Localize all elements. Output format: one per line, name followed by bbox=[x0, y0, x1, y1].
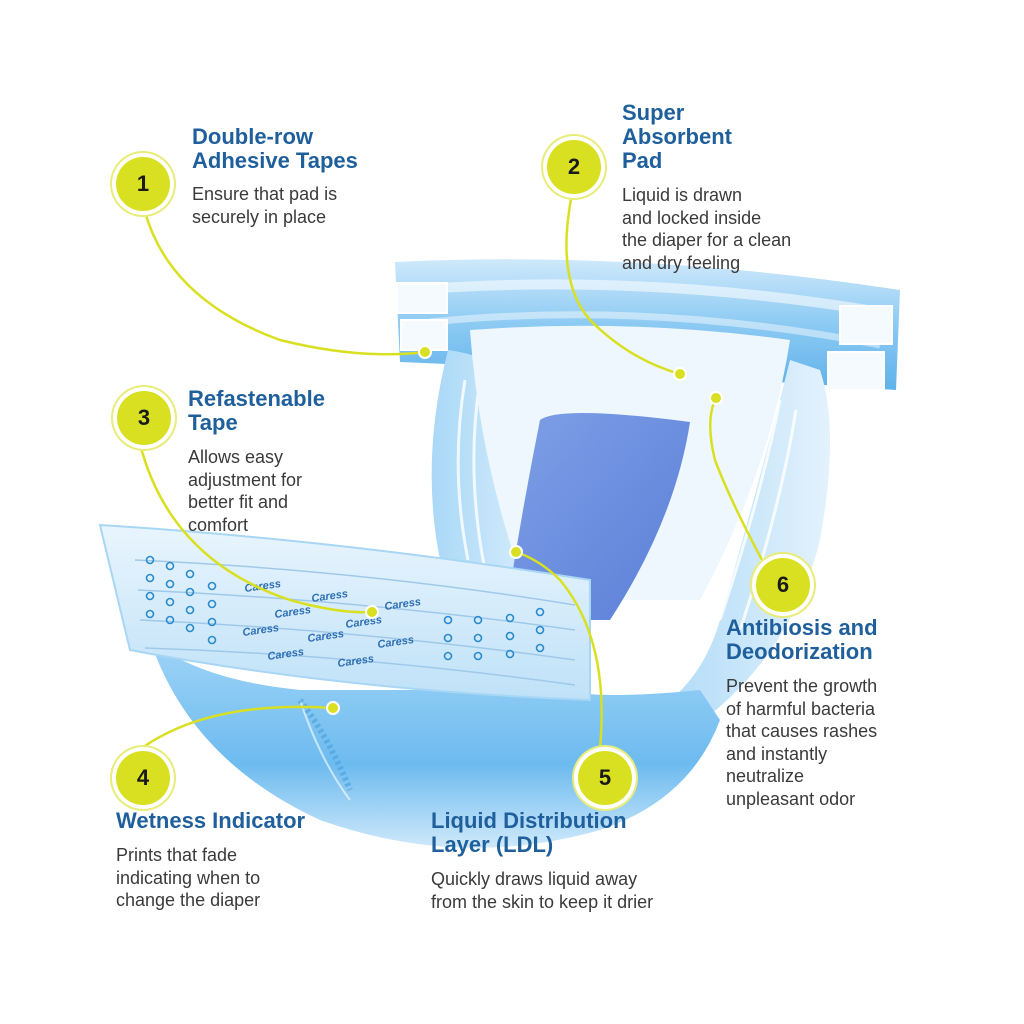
feature-title: Super Absorbent Pad bbox=[622, 100, 732, 173]
feature-title: Liquid Distribution Layer (LDL) bbox=[431, 808, 627, 857]
leader-line-6 bbox=[709, 397, 764, 561]
feature-description: Prevent the growth of harmful bacteria t… bbox=[726, 676, 878, 809]
tape-tab-right-top bbox=[839, 305, 893, 345]
leader-dot-5 bbox=[509, 545, 523, 559]
brand-print: Caress bbox=[242, 622, 280, 639]
feature-description: Allows easy adjustment for better fit an… bbox=[188, 447, 303, 535]
tape-tab-left-top bbox=[396, 282, 448, 314]
feature-title: Double-row Adhesive Tapes bbox=[192, 124, 358, 173]
feature-number-badge: 2 bbox=[547, 140, 601, 194]
leader-dot-3 bbox=[365, 605, 379, 619]
front-panel-dots-left bbox=[145, 555, 217, 645]
feature-description: Quickly draws liquid away from the skin … bbox=[431, 869, 654, 912]
brand-print: Caress bbox=[244, 578, 282, 595]
leader-line-2 bbox=[565, 193, 681, 376]
feature-number-badge: 5 bbox=[578, 751, 632, 805]
leader-line-5 bbox=[515, 550, 603, 749]
feature-callout-absorbent-pad: Super Absorbent Pad Liquid is drawn and … bbox=[622, 101, 882, 274]
feature-title: Wetness Indicator bbox=[116, 808, 306, 833]
feature-number-badge: 6 bbox=[756, 558, 810, 612]
diaper-bowl bbox=[150, 640, 720, 848]
absorbent-core bbox=[505, 412, 690, 620]
feature-number-badge: 4 bbox=[116, 751, 170, 805]
feature-title: Antibiosis and Deodorization bbox=[726, 615, 878, 664]
brand-print: Caress bbox=[377, 634, 415, 651]
feature-description: Prints that fade indicating when to chan… bbox=[116, 845, 261, 910]
tape-tab-left-bottom bbox=[400, 319, 448, 351]
feature-number-badge: 3 bbox=[117, 391, 171, 445]
leader-line-4 bbox=[141, 705, 334, 750]
feature-title: Refastenable Tape bbox=[188, 386, 325, 435]
tape-tab-right-bottom bbox=[827, 351, 885, 391]
brand-print: Caress bbox=[307, 628, 345, 645]
leader-line-3 bbox=[138, 443, 373, 614]
feature-callout-liquid-distribution: Liquid Distribution Layer (LDL) Quickly … bbox=[431, 809, 751, 913]
front-panel bbox=[98, 523, 591, 702]
feature-callout-antibiosis: Antibiosis and Deodorization Prevent the… bbox=[726, 616, 986, 810]
feature-description: Liquid is drawn and locked inside the di… bbox=[622, 185, 792, 273]
leader-dot-4 bbox=[326, 701, 340, 715]
feature-number-badge: 1 bbox=[116, 157, 170, 211]
leader-line-1 bbox=[143, 211, 426, 356]
front-panel-dots-right bbox=[443, 607, 545, 661]
leader-dot-6 bbox=[709, 391, 723, 405]
feature-callout-refastenable-tape: Refastenable Tape Allows easy adjustment… bbox=[188, 387, 408, 536]
brand-print: Caress bbox=[337, 653, 375, 670]
wetness-indicator-strip bbox=[297, 698, 353, 792]
feature-description: Ensure that pad is securely in place bbox=[192, 184, 338, 227]
brand-print: Caress bbox=[267, 646, 305, 663]
brand-print: Caress bbox=[311, 588, 349, 605]
feature-callout-wetness-indicator: Wetness Indicator Prints that fade indic… bbox=[116, 809, 396, 912]
right-leg-cuff bbox=[640, 360, 830, 730]
feature-callout-adhesive-tapes: Double-row Adhesive Tapes Ensure that pa… bbox=[192, 125, 452, 228]
leader-dot-1 bbox=[418, 345, 432, 359]
brand-print: Caress bbox=[274, 604, 312, 621]
leader-dot-2 bbox=[673, 367, 687, 381]
brand-print: Caress bbox=[384, 596, 422, 613]
